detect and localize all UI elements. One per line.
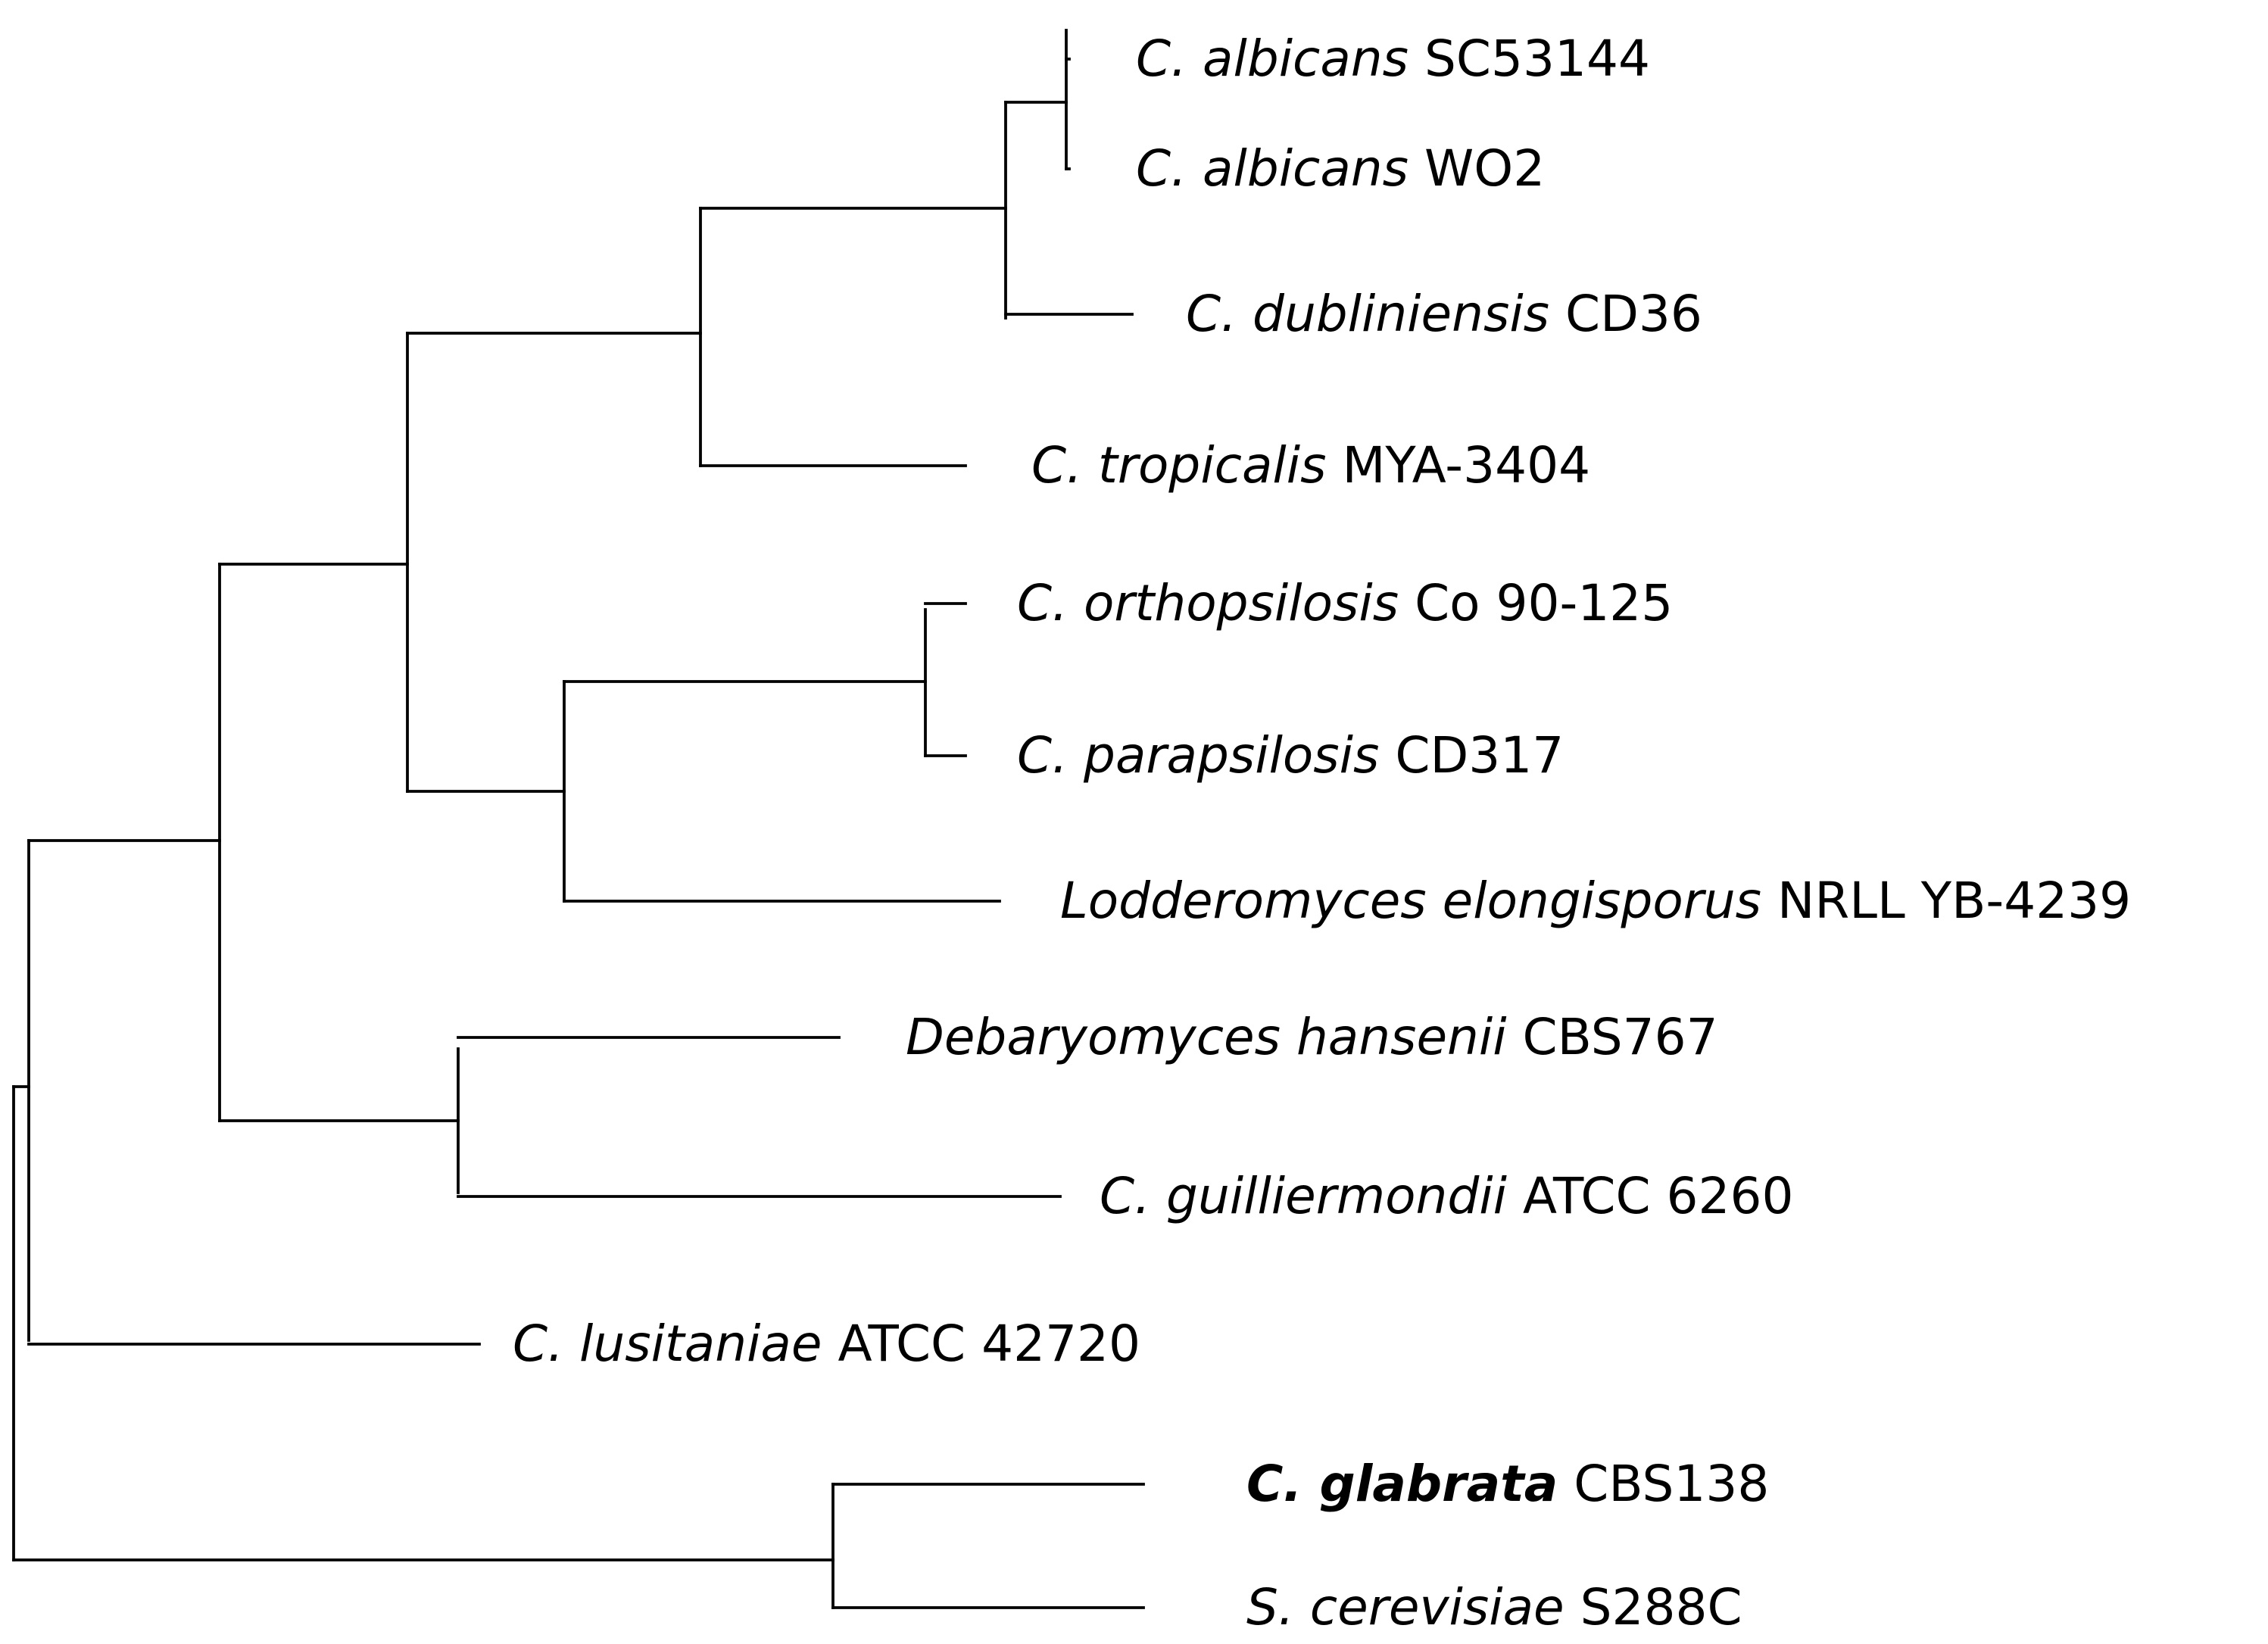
strain-id: CBS138 [1558, 1455, 1769, 1513]
species-name: C. albicans [1136, 30, 1409, 88]
leaf-label-c-orthopsilosis-co90125: C. orthopsilosis Co 90-125 [1017, 574, 1673, 632]
strain-id: NRLL YB-4239 [1761, 872, 2131, 930]
leaf-label-c-dubliniensis-cd36: C. dubliniensis CD36 [1186, 285, 1702, 343]
species-name: C. orthopsilosis [1017, 574, 1399, 632]
leaf-label-c-albicans-wo2: C. albicans WO2 [1136, 139, 1545, 198]
species-name: C. parapsilosis [1017, 726, 1379, 785]
strain-id: S288C [1565, 1578, 1742, 1636]
leaf-label-c-tropicalis-mya3404: C. tropicalis MYA-3404 [1031, 436, 1590, 494]
strain-id: ATCC 42720 [822, 1315, 1140, 1373]
tree-branches [12, 29, 1145, 1609]
leaf-label-s-cerevisiae-s288c: S. cerevisiae S288C [1246, 1578, 1742, 1636]
leaf-label-c-albicans-sc53144: C. albicans SC53144 [1136, 30, 1650, 88]
strain-id: WO2 [1409, 139, 1545, 198]
species-name: Lodderomyces elongisporus [1060, 872, 1761, 930]
species-name: S. cerevisiae [1246, 1578, 1565, 1636]
strain-id: Co 90-125 [1399, 574, 1673, 632]
species-name: C. lusitaniae [513, 1315, 822, 1373]
strain-id: CBS767 [1507, 1008, 1718, 1066]
species-name: Debaryomyces hansenii [906, 1008, 1507, 1066]
species-name: C. tropicalis [1031, 436, 1326, 494]
leaf-label-l-elongisporus-nrllyb4239: Lodderomyces elongisporus NRLL YB-4239 [1060, 872, 2131, 930]
strain-id: SC53144 [1409, 30, 1650, 88]
leaf-label-c-lusitaniae-atcc42720: C. lusitaniae ATCC 42720 [513, 1315, 1140, 1373]
leaf-label-c-parapsilosis-cd317: C. parapsilosis CD317 [1017, 726, 1564, 785]
strain-id: CD317 [1379, 726, 1564, 785]
species-name: C. glabrata [1246, 1455, 1558, 1513]
species-name: C. guilliermondii [1100, 1167, 1508, 1225]
leaf-label-c-glabrata-cbs138: C. glabrata CBS138 [1246, 1455, 1769, 1513]
strain-id: CD36 [1549, 285, 1702, 343]
species-name: C. albicans [1136, 139, 1409, 198]
leaf-label-c-guilliermondii-atcc6260: C. guilliermondii ATCC 6260 [1100, 1167, 1794, 1225]
species-name: C. dubliniensis [1186, 285, 1549, 343]
strain-id: ATCC 6260 [1507, 1167, 1794, 1225]
leaf-label-d-hansenii-cbs767: Debaryomyces hansenii CBS767 [906, 1008, 1718, 1066]
strain-id: MYA-3404 [1326, 436, 1590, 494]
